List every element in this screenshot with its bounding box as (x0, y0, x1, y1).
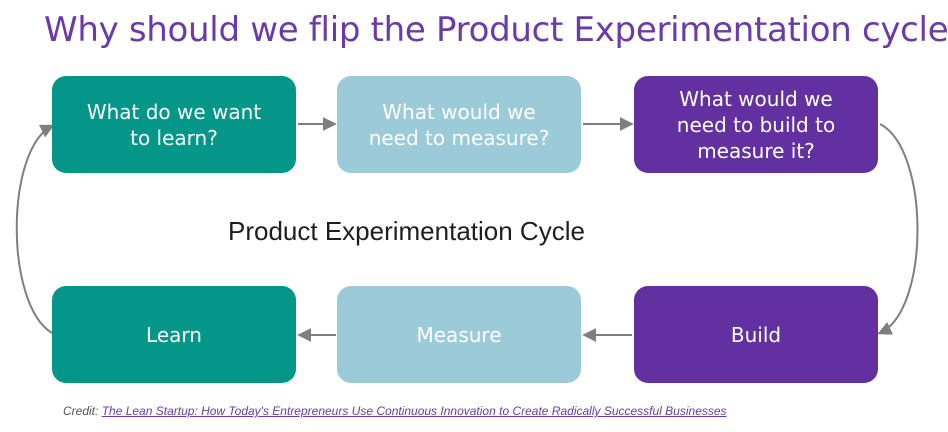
measure-label: Measure (416, 322, 502, 347)
learn-question-line-1: What do we want (86, 99, 262, 124)
build-question-box: What would we need to build to measure i… (634, 76, 878, 173)
learn-question-box: What do we want to learn? (52, 76, 296, 173)
measure-question-box: What would we need to measure? (337, 76, 581, 173)
arrow-build-question-to-build (877, 123, 919, 335)
credit-prefix: Credit: (63, 404, 102, 418)
cycle-label: Product Experimentation Cycle (228, 216, 585, 246)
credit-line: Credit: The Lean Startup: How Today's En… (63, 404, 727, 418)
build-box: Build (634, 286, 878, 383)
build-question-line-1: What would we (679, 86, 833, 111)
measure-box: Measure (337, 286, 581, 383)
learn-question-line-2: to learn? (130, 125, 218, 150)
learn-box: Learn (52, 286, 296, 383)
measure-question-line-2: need to measure? (368, 125, 550, 150)
build-question-line-3: measure it? (697, 138, 815, 163)
build-question-line-2: need to build to (676, 112, 836, 137)
arrow-learn-to-learn-question (15, 124, 55, 334)
build-label: Build (730, 322, 782, 347)
page-title: Why should we flip the Product Experimen… (44, 10, 948, 50)
credit-source-link[interactable]: The Lean Startup: How Today's Entreprene… (101, 404, 727, 418)
measure-question-line-1: What would we (382, 99, 536, 124)
learn-label: Learn (146, 322, 202, 347)
